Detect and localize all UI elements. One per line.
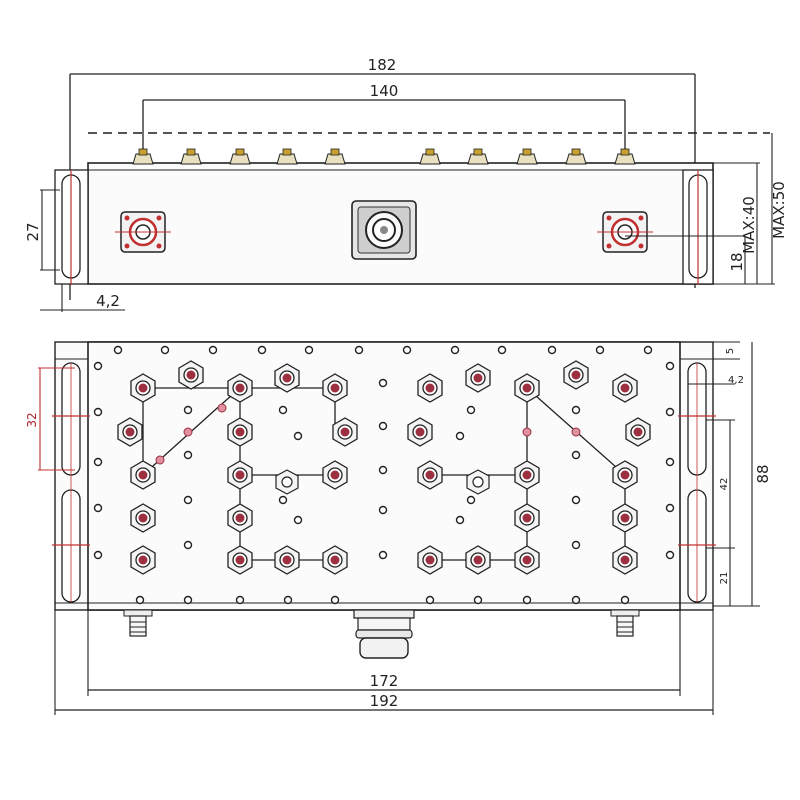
- dim-21-label: 21: [719, 572, 730, 585]
- bottom-view: 32: [25, 341, 772, 715]
- mounting-holes: [93, 345, 675, 605]
- dim-192-label: 192: [370, 692, 399, 710]
- dim-42-label: 42: [719, 478, 730, 491]
- dim-88-label: 88: [754, 464, 772, 483]
- dim-172-label: 172: [370, 672, 399, 690]
- dim-5-label: 5: [725, 348, 736, 354]
- center-connector: [351, 200, 417, 260]
- dim-max40-label: MAX:40: [740, 196, 758, 254]
- bottom-right-connector: [610, 609, 640, 637]
- dim-18-label: 18: [728, 252, 746, 271]
- top-tuning-nuts: [132, 148, 636, 165]
- bottom-left-connector: [123, 609, 153, 637]
- dim-32-label: 32: [25, 412, 39, 427]
- dim-140-label: 140: [370, 82, 399, 100]
- bottom-center-connector: [353, 609, 415, 659]
- dim-4-2-label: 4,2: [96, 292, 120, 310]
- dim-max50-label: MAX:50: [770, 181, 788, 239]
- dim-27-label: 27: [24, 222, 42, 241]
- coupling-dots: [155, 403, 581, 465]
- right-port-connector: [597, 211, 653, 253]
- tuning-screws: [117, 360, 651, 575]
- left-port-connector: [115, 211, 171, 253]
- dim-4-2-small-label: 4,2: [728, 375, 744, 386]
- top-view: 182 140: [24, 56, 788, 312]
- dim-182-label: 182: [368, 56, 397, 74]
